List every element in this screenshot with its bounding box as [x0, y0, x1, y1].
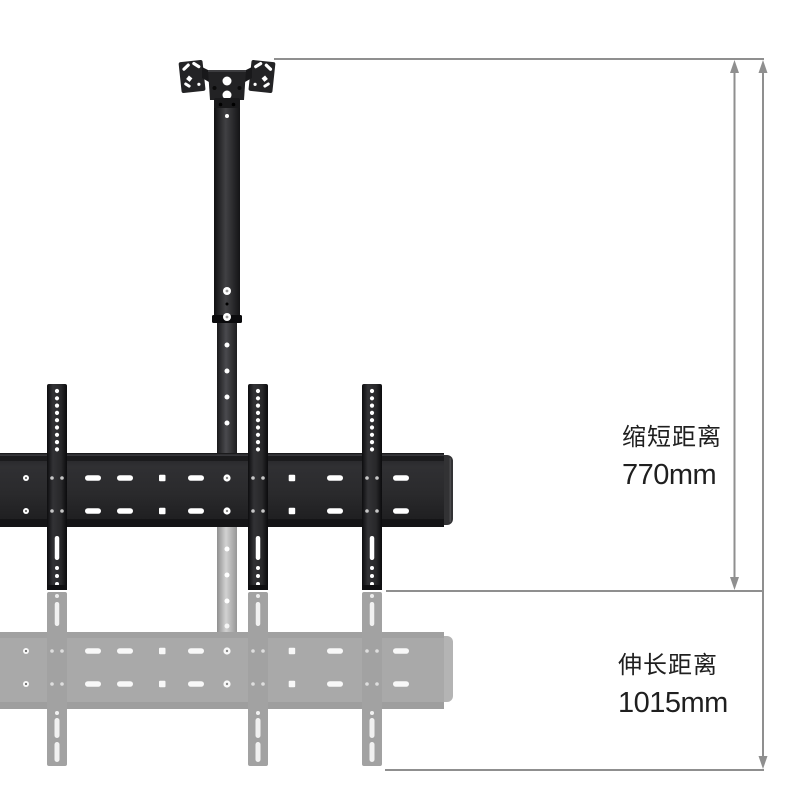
retract-distance-label: 缩短距离 770mm — [622, 424, 722, 490]
extend-distance-label: 伸长距离 1015mm — [618, 652, 728, 718]
down-arrow-icon — [730, 577, 739, 590]
pole-inner-tube — [217, 323, 237, 455]
retract-distance-caption: 缩短距离 — [622, 424, 722, 451]
ceiling-mount-plate — [178, 60, 276, 111]
pole-clamp — [214, 98, 240, 111]
dimension-arrowheads — [730, 60, 768, 769]
down-arrow-icon — [758, 756, 768, 769]
extend-distance-caption: 伸长距离 — [618, 652, 718, 679]
ceiling-mount-left-wing — [178, 60, 206, 93]
retract-distance-value: 770mm — [622, 459, 717, 491]
ceiling-mount-right-wing — [248, 60, 276, 93]
pole-extension-silver — [217, 527, 237, 633]
up-arrow-icon — [730, 60, 739, 73]
up-arrow-icon — [758, 60, 768, 73]
pole-outer-tube — [214, 108, 240, 318]
extend-distance-value: 1015mm — [618, 687, 728, 719]
dimension-lines — [274, 58, 764, 771]
tv-crossbar — [0, 453, 453, 527]
telescopic-pole — [212, 108, 242, 455]
crossbar-reflection — [0, 632, 453, 709]
